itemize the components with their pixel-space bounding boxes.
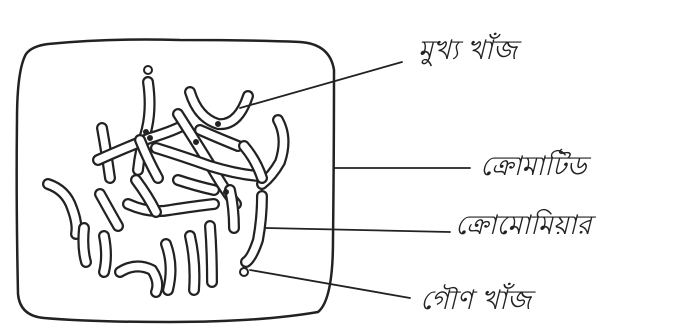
leader-line-primary-constriction (240, 62, 402, 108)
label-primary-constriction: মুখ্য খাঁজ (418, 30, 517, 75)
chromosome-body (190, 236, 195, 290)
centromere-mark (148, 136, 152, 140)
chromosome-body (104, 236, 106, 272)
chromosome-body (83, 228, 86, 262)
label-chromatid: ক্রোমাটিড (480, 146, 587, 191)
centromere-mark (194, 140, 198, 144)
leader-line-secondary-constriction (250, 270, 410, 298)
centromere-mark (216, 122, 220, 126)
centromere-mark (144, 130, 148, 134)
leader-line-chromomere (266, 228, 450, 232)
centromere-mark (224, 190, 228, 194)
label-secondary-constriction: গৌণ খাঁজ (420, 280, 531, 325)
label-chromomere: ক্রোমোমিয়ার (455, 205, 591, 250)
chromosome-body (210, 226, 212, 282)
chromosome-body (230, 190, 234, 228)
